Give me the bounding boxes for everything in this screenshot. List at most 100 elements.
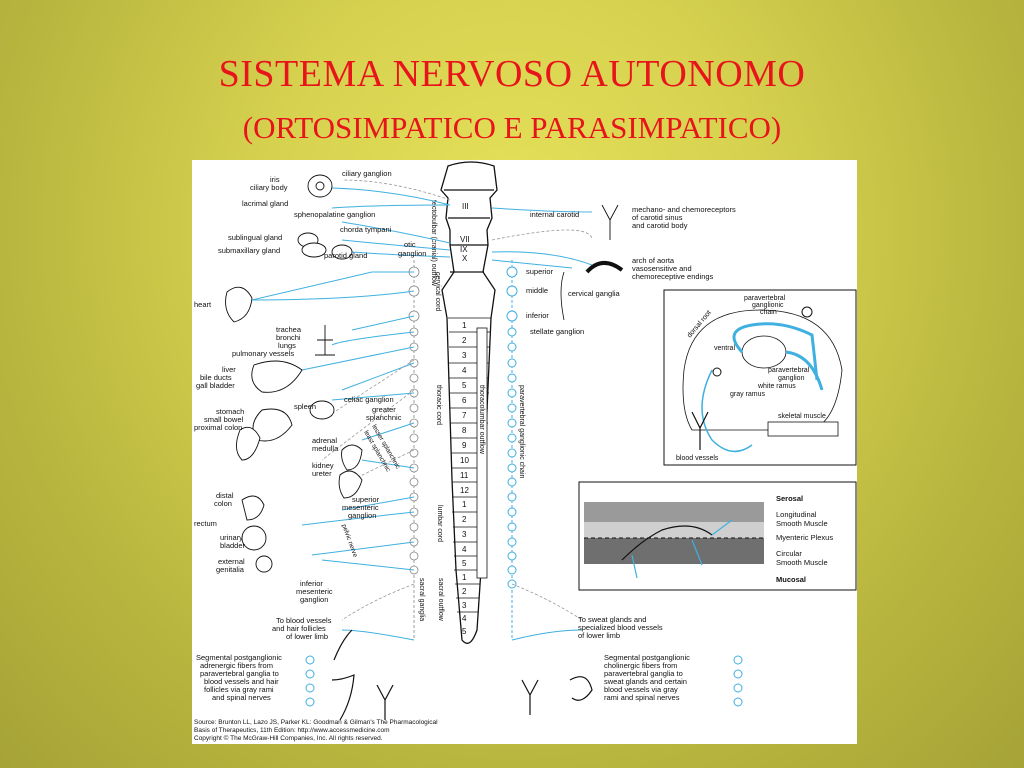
- label-bladder: bladder: [220, 541, 246, 550]
- label-seg-adr-4: blood vessels and hair: [204, 677, 279, 686]
- label-superior: superior: [526, 267, 554, 276]
- label-seg-ch-6: rami and spinal nerves: [604, 693, 680, 702]
- nerve-fibers: [251, 187, 593, 641]
- label-seg-adr-2: adrenergic fibers from: [200, 661, 273, 670]
- kidney-icon: [338, 470, 363, 499]
- label-bile: bile ducts: [200, 373, 232, 382]
- source-line-3: Copyright © The McGraw-Hill Companies, I…: [194, 734, 383, 742]
- spleen-icon: [309, 400, 335, 420]
- left-segment-ganglia: [305, 655, 743, 707]
- label-ciliary-body: ciliary body: [250, 183, 288, 192]
- liver-icon: [251, 360, 303, 393]
- label-long-2: Smooth Muscle: [776, 519, 828, 528]
- cn-III: III: [462, 202, 469, 211]
- label-seg-ch-3: paravertebral ganglia to: [604, 669, 683, 678]
- inset-gut-wall: Serosal Longitudinal Smooth Muscle Myent…: [578, 481, 857, 591]
- l3: 3: [462, 530, 467, 539]
- label-liver: liver: [222, 365, 236, 374]
- cord-vertical-labels: tectobulbar (cranial) outflow cervical c…: [418, 200, 525, 622]
- label-prox-colon: proximal colon: [194, 423, 242, 432]
- lumbar-cord-label: lumbar cord: [436, 505, 443, 542]
- right-labels: internal carotid mechano- and chemorecep…: [526, 205, 736, 702]
- cn-IX: IX: [460, 245, 468, 254]
- label-pvg2-1: paravertebral: [768, 367, 810, 374]
- thoracic-cord-label: thoracic cord: [435, 385, 442, 425]
- label-distal: distal: [216, 491, 234, 500]
- label-bv-lower-2: and hair follicles: [272, 624, 326, 633]
- label-internal-carotid: internal carotid: [530, 210, 579, 219]
- label-stellate: stellate ganglion: [530, 327, 584, 336]
- label-ventral: ventral: [714, 345, 735, 352]
- cn-VII: VII: [460, 235, 470, 244]
- source-citation: Source: Brunton LL, Lazo JS, Parker KL: …: [194, 719, 438, 742]
- slide-title: SISTEMA NERVOSO AUTONOMO: [218, 53, 806, 95]
- t9: 9: [462, 441, 467, 450]
- t7: 7: [462, 411, 467, 420]
- s1: 1: [462, 573, 467, 582]
- t3: 3: [462, 351, 467, 360]
- label-sup-mes-2: mesenteric: [342, 503, 379, 512]
- label-pvg-2: ganglionic: [752, 302, 784, 309]
- label-mechano-1: mechano- and chemoreceptors: [632, 205, 736, 214]
- cervical-cord-label: cervical cord: [434, 272, 441, 311]
- label-sublingual: sublingual gland: [228, 233, 282, 242]
- label-pvg-1: paravertebral: [744, 295, 786, 302]
- label-seg-adr-6: and spinal nerves: [212, 693, 271, 702]
- label-bronchi: bronchi: [276, 333, 301, 342]
- label-mucosal: Mucosal: [776, 575, 806, 584]
- l5: 5: [462, 559, 467, 568]
- label-sup-mes-1: superior: [352, 495, 380, 504]
- label-skeletal-muscle: skeletal muscle: [778, 413, 826, 420]
- label-long-1: Longitudinal: [776, 510, 817, 519]
- label-external: external: [218, 557, 245, 566]
- label-inf-mes-3: ganglion: [300, 595, 328, 604]
- label-rectum: rectum: [194, 519, 217, 528]
- label-seg-adr-5: follicles via gray rami: [204, 685, 274, 694]
- label-adrenal: adrenal: [312, 436, 337, 445]
- parotid-gland-icon: [331, 244, 353, 260]
- cervical-bracket: [560, 271, 565, 321]
- label-genitalia: genitalia: [216, 565, 245, 574]
- label-serosal: Serosal: [776, 494, 803, 503]
- cord-section-icon: [741, 335, 787, 369]
- label-iris: iris: [270, 175, 280, 184]
- label-blood-vessels: blood vessels: [676, 455, 719, 462]
- label-bv-lower-1: To blood vessels: [276, 616, 332, 625]
- lower-limb-icons: [331, 629, 593, 721]
- label-circ-2: Smooth Muscle: [776, 558, 828, 567]
- label-mechano-2: of carotid sinus: [632, 213, 683, 222]
- label-splanchnic: splanchnic: [366, 413, 402, 422]
- label-otic: otic: [404, 240, 416, 249]
- label-pvg2-2: ganglion: [778, 375, 805, 382]
- label-stomach: stomach: [216, 407, 244, 416]
- autonomic-diagram: III VII IX X 1 2 3 4 5 6 7 8 9 10 11 12 …: [192, 160, 857, 744]
- label-kidney: kidney: [312, 461, 334, 470]
- label-urinary: urinary: [220, 533, 243, 542]
- label-gall: gall bladder: [196, 381, 235, 390]
- thoracolumbar-outflow-label: thoracolumbar outflow: [478, 385, 485, 455]
- stomach-icon: [252, 408, 293, 442]
- label-myenteric: Myenteric Plexus: [776, 533, 833, 542]
- label-gray-ramus: gray ramus: [730, 391, 766, 398]
- label-sphenopalatine: sphenopalatine ganglion: [294, 210, 375, 219]
- label-submaxillary: submaxillary gland: [218, 246, 280, 255]
- label-seg-adr-3: paravertebral ganglia to: [200, 669, 279, 678]
- label-pvg-3: chain: [760, 309, 777, 316]
- s2: 2: [462, 587, 467, 596]
- inset-spinal-section: paravertebral ganglionic chain dorsal ro…: [663, 289, 857, 466]
- label-mechano-3: and carotid body: [632, 221, 688, 230]
- adrenal-icon: [341, 444, 363, 471]
- label-sup-mes-3: ganglion: [348, 511, 376, 520]
- label-celiac: celiac ganglion: [344, 395, 394, 404]
- label-lungs: lungs: [278, 341, 296, 350]
- paravertebral-chain-right: [506, 260, 518, 640]
- label-pelvic-nerve: pelvic nerve: [340, 523, 359, 558]
- cranial-nerve-labels: III VII IX X: [460, 202, 470, 263]
- label-white-ramus: white ramus: [757, 383, 796, 390]
- label-inferior: inferior: [526, 311, 549, 320]
- t4: 4: [462, 366, 467, 375]
- left-labels: iris ciliary body ciliary ganglion lacri…: [194, 169, 426, 702]
- label-seg-ch-2: cholinergic fibers from: [604, 661, 677, 670]
- label-seg-adr-1: Segmental postganglionic: [196, 653, 282, 662]
- label-circ-1: Circular: [776, 549, 802, 558]
